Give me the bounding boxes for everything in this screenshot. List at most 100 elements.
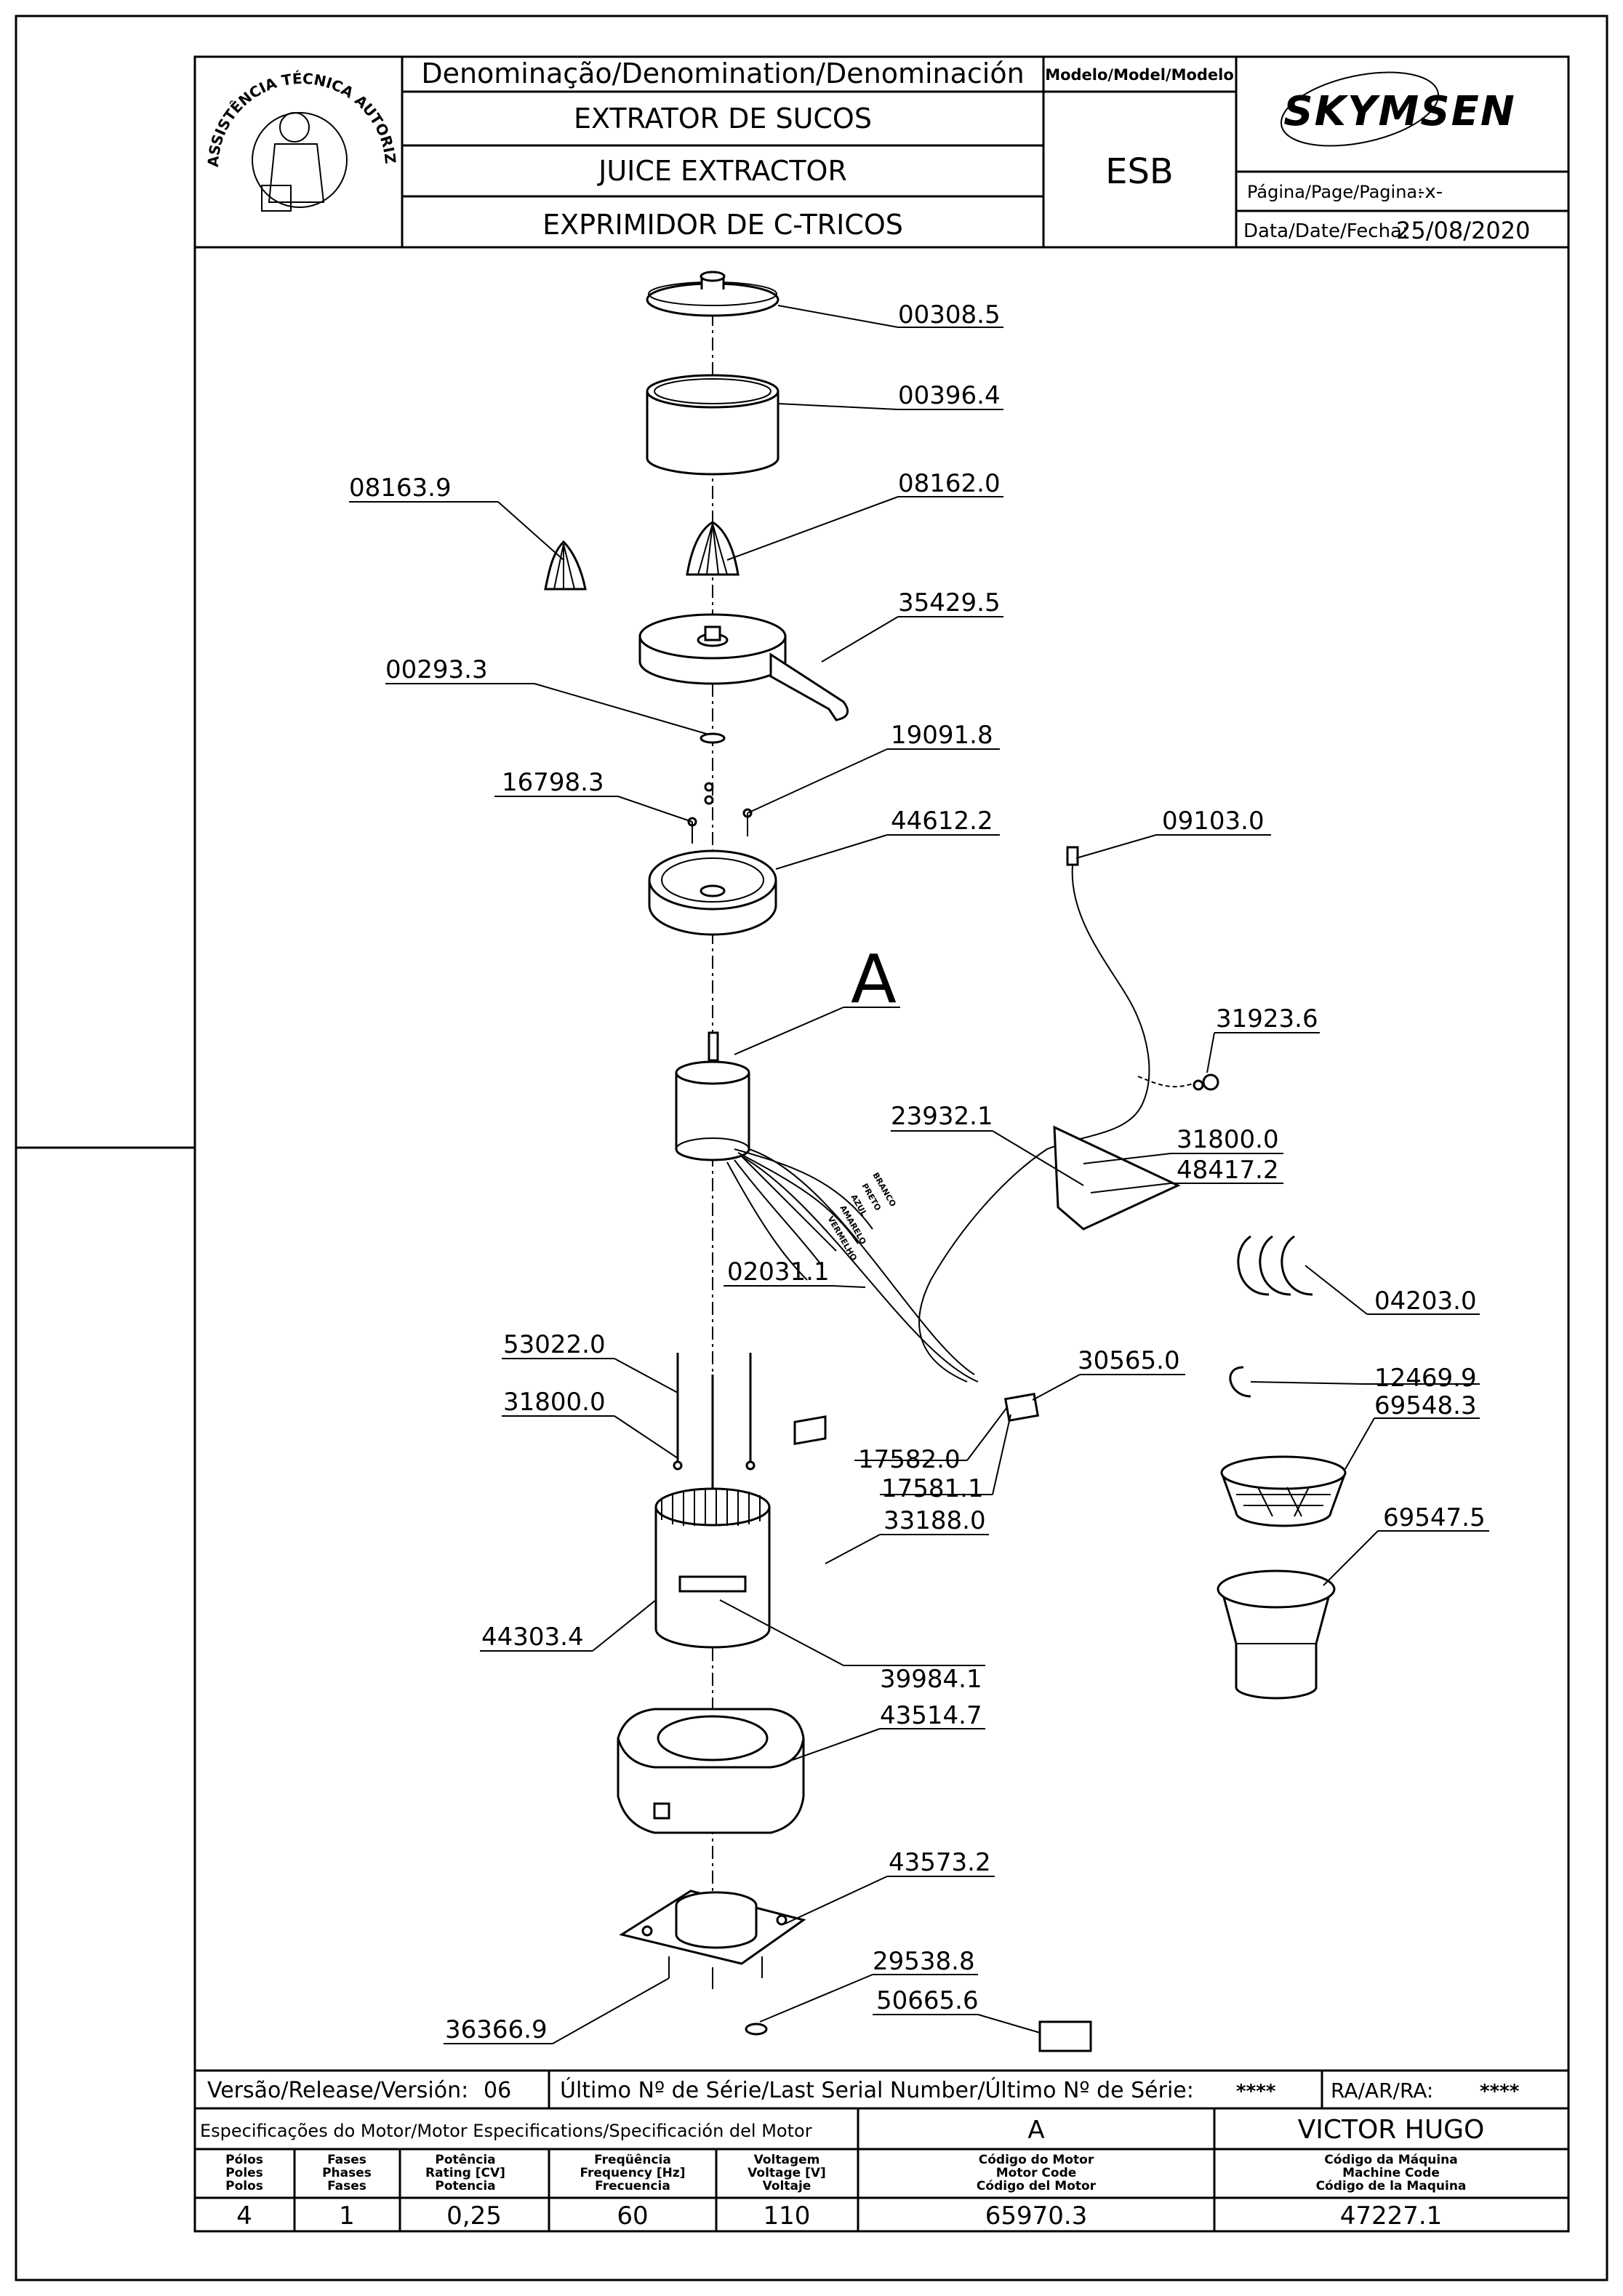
version-value: 06	[484, 2078, 511, 2103]
col-header: Pólos	[225, 2153, 263, 2167]
part-label: 08162.0	[898, 469, 1001, 498]
part-label: 50665.6	[876, 1986, 979, 2015]
part-label: 23932.1	[891, 1102, 993, 1131]
col-header: Frecuencia	[595, 2179, 670, 2193]
drawing-border	[193, 55, 1570, 2233]
brand-name: SKYMSEN	[1283, 88, 1515, 135]
juice-cup	[1217, 1569, 1336, 1700]
ra-value: ****	[1480, 2081, 1520, 2103]
denomination-label: Denominação/Denomination/Denominación	[421, 57, 1024, 89]
col-header: Machine Code	[1342, 2166, 1440, 2180]
model-label: Modelo/Model/Modelo	[1045, 66, 1234, 84]
voltage-value: 110	[764, 2201, 811, 2231]
motor	[675, 1031, 979, 1383]
part-label: 43573.2	[889, 1848, 991, 1877]
spec-values: 4 1 0,25 60 110 65970.3 47227.1	[236, 2201, 1442, 2231]
part-label: 00293.3	[385, 655, 488, 684]
product-name-es: EXPRIMIDOR DE C-TRICOS	[542, 209, 903, 241]
col-header: Código do Motor	[979, 2153, 1094, 2167]
page-label: Página/Page/Pagina:	[1247, 182, 1423, 202]
date-label: Data/Date/Fecha:	[1243, 220, 1408, 242]
col-header: Fases	[327, 2179, 366, 2193]
col-header: Potencia	[435, 2179, 495, 2193]
part-label: 04203.0	[1374, 1287, 1477, 1316]
part-label: 29538.8	[873, 1947, 975, 1976]
motor-code-value: 65970.3	[985, 2201, 1088, 2231]
col-header: Motor Code	[996, 2166, 1077, 2180]
cable-bag	[1053, 1125, 1181, 1231]
serial-label: Último Nº de Série/Last Serial Number/Úl…	[560, 2076, 1194, 2103]
part-label: 02031.1	[727, 1257, 830, 1287]
tie-rods	[673, 1353, 756, 1500]
leader-lines	[349, 305, 1489, 2044]
part-label: 17581.1	[881, 1474, 984, 1503]
part-label: 44612.2	[891, 807, 993, 836]
filter-basket	[1220, 1455, 1347, 1527]
part-label: 53022.0	[503, 1330, 606, 1359]
juice-tray	[638, 613, 849, 721]
body	[654, 1487, 771, 1649]
part-label: 48417.2	[1177, 1156, 1279, 1185]
part-label: 00308.5	[898, 300, 1001, 329]
part-label: 69547.5	[1383, 1503, 1486, 1532]
col-header: Frequency [Hz]	[580, 2166, 685, 2180]
ra-label: RA/AR/RA:	[1331, 2079, 1433, 2103]
part-label: 43514.7	[880, 1701, 982, 1730]
motor-spec-label: Especificações do Motor/Motor Especifica…	[200, 2121, 812, 2141]
model-value: ESB	[1105, 151, 1174, 192]
col-header: Potência	[435, 2153, 495, 2167]
col-header: Voltaje	[763, 2179, 812, 2193]
title-block: Denominação/Denomination/Denominación EX…	[0, 0, 1568, 249]
col-header: Freqüência	[594, 2153, 671, 2167]
label-sticker	[793, 1415, 827, 1446]
washer	[700, 732, 726, 744]
feet-screws	[668, 1956, 768, 2036]
part-label: 16798.3	[502, 768, 604, 797]
part-label: 09103.0	[1162, 807, 1265, 836]
column-headers: Pólos Poles Polos Fases Phases Fases Pot…	[225, 2153, 1466, 2193]
page-value: -x-	[1418, 181, 1443, 203]
part-label: 69548.3	[1374, 1391, 1477, 1420]
base	[617, 1708, 805, 1834]
switch	[1003, 1393, 1040, 1422]
seal-text: ASSISTÊNCIA TÉCNICA AUTORIZADA	[0, 0, 399, 167]
version-label: Versão/Release/Versión:	[207, 2078, 468, 2103]
part-label: 33188.0	[883, 1506, 986, 1535]
reamer-cone-small	[544, 540, 587, 591]
col-header: Fases	[327, 2153, 366, 2167]
col-header: Código da Máquina	[1324, 2153, 1458, 2167]
part-label: 17582.0	[858, 1445, 961, 1474]
part-label: 44303.4	[481, 1623, 584, 1652]
poles-value: 4	[236, 2201, 252, 2231]
footer-table: Versão/Release/Versión: 06 Último Nº de …	[195, 2069, 1568, 2231]
cup	[646, 374, 780, 476]
part-label: 30565.0	[1078, 1346, 1180, 1375]
machine-code-value: 47227.1	[1340, 2201, 1443, 2231]
col-header: Phases	[322, 2166, 372, 2180]
col-header: Polos	[225, 2179, 263, 2193]
part-label: 08163.9	[349, 473, 452, 503]
warning-label	[1038, 2020, 1092, 2052]
part-label: 35429.5	[898, 588, 1001, 617]
col-header: Código de la Maquina	[1316, 2179, 1467, 2193]
screws-and-nuts	[687, 782, 753, 844]
bottom-plate	[619, 1889, 806, 1965]
col-header: Código del Motor	[977, 2179, 1097, 2193]
col-header: Rating [CV]	[425, 2166, 505, 2180]
product-name-en: JUICE EXTRACTOR	[597, 155, 847, 187]
col-header: Poles	[225, 2166, 263, 2180]
part-label: 19091.8	[891, 721, 993, 750]
part-label: 31800.0	[1177, 1125, 1279, 1154]
serial-value: ****	[1236, 2081, 1276, 2103]
part-label: 39984.1	[880, 1665, 982, 1694]
product-name-pt: EXTRATOR DE SUCOS	[574, 103, 872, 135]
frequency-value: 60	[617, 2201, 648, 2231]
part-label: 00396.4	[898, 381, 1001, 410]
phases-value: 1	[339, 2201, 355, 2231]
authorized-service-seal: ASSISTÊNCIA TÉCNICA AUTORIZADA	[0, 0, 399, 212]
date-value: 25/08/2020	[1396, 217, 1530, 244]
motor-cover	[648, 849, 777, 936]
power-cord	[918, 846, 1219, 1383]
col-header: Voltage [V]	[748, 2166, 826, 2180]
